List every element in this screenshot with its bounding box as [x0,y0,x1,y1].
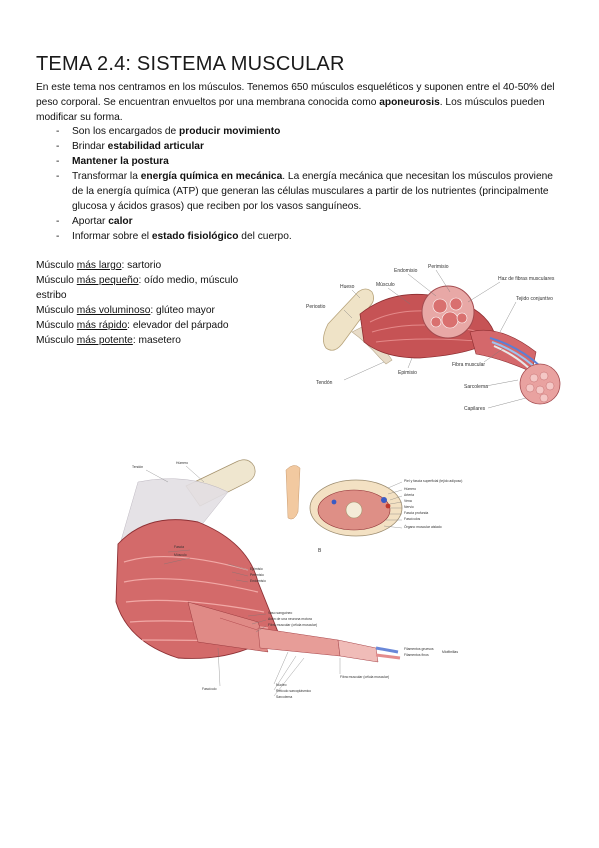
list-item: Brindar estabilidad articular [56,139,556,154]
fact-line: Músculo más voluminoso: glúteo mayor [36,305,215,316]
intro-bold-aponeurosis: aponeurosis [379,97,440,108]
label-haz: Haz de fibras musculares [498,276,555,282]
label-sarcolema-2: Sarcolema [276,695,292,699]
label-fascia: Fascia [174,545,184,549]
label-musculo: Músculo [376,282,395,288]
label-periostio: Periostio [306,304,326,310]
label-capilares: Capilares [464,406,486,412]
label-fasciculo: Fascículo [202,687,217,691]
label-hueso: Hueso [340,284,355,290]
fact-line: Músculo más rápido: elevador del párpado [36,320,229,331]
functions-list: Son los encargados de producir movimient… [56,124,556,244]
label-axon: Axón de una neurona motora [268,617,312,621]
list-item: Aportar calor [56,214,556,229]
list-item: Mantener la postura [56,154,556,169]
list-item: Transformar la energía química en mecáni… [56,169,556,214]
muscle-facts: Músculo más largo: sartorio Músculo más … [36,258,266,348]
label-tejido: Tejido conjuntivo [516,296,553,302]
label-fibra-2: Fibra muscular (célula muscular) [268,623,317,627]
label-endomisio-2: Endomisio [250,579,266,583]
label-endomisio: Endomisio [394,268,418,274]
intro-paragraph: En este tema nos centramos en los múscul… [36,80,566,125]
label-epimisio-2: Epimisio [250,567,263,571]
page-title: TEMA 2.4: SISTEMA MUSCULAR [36,53,345,76]
label-nucleo: Núcleo [276,683,287,687]
label-organo: Órgano muscular aislado [404,524,442,529]
list-item: Son los encargados de producir movimient… [56,124,556,139]
label-fil-finos: Filamentos finos [404,653,429,657]
label-piel: Piel y fascia superficial (tejido adipos… [404,479,462,483]
label-perimisio: Perimisio [428,264,449,270]
label-nervio: Nervio [404,505,414,509]
label-vena: Vena [404,499,412,503]
intro-text-2: . Los músculos pueden modificar su forma… [36,97,545,123]
fact-line: Músculo más potente: masetero [36,335,181,346]
intro-text-1: En este tema nos centramos en los múscul… [36,82,555,108]
fact-line: Músculo más pequeño: oído medio, músculo… [36,275,239,301]
label-tendon-2: Tendón [132,465,143,469]
muscle-anatomy-figure: Tendón Húmero Fascia Músculo Epimisio Pe… [115,459,462,699]
label-fil-gruesos: Filamentos gruesos [404,647,434,651]
label-sarcolema: Sarcolema [464,384,488,390]
label-miofibrillas: Miofibrillas [442,650,458,654]
muscle-structure-figure: Endomisio Perimisio Hueso Músculo Haz de… [306,264,561,412]
label-fascia-prof: Fascia profunda [404,511,428,515]
label-b: B [318,548,322,554]
label-arteria: Arteria [404,493,414,497]
list-item: Informar sobre el estado fisiológico del… [56,229,556,244]
label-tendon: Tendón [316,380,333,386]
label-fibra: Fibra muscular [452,362,485,368]
label-musculo-2: Músculo [174,553,187,557]
label-epimisio: Epimisio [398,370,417,376]
label-perimisio-2: Perimisio [250,573,264,577]
label-fasciculos: Fascículos [404,517,421,521]
label-humero-2: Húmero [404,487,416,491]
label-fibra-3: Fibra muscular (célula muscular) [340,675,389,679]
fact-line: Músculo más largo: sartorio [36,260,162,271]
label-humero: Húmero [176,461,188,465]
label-vaso: Vaso sanguíneo [268,611,292,615]
label-reticulo: Retículo sarcoplásmico [276,689,311,693]
